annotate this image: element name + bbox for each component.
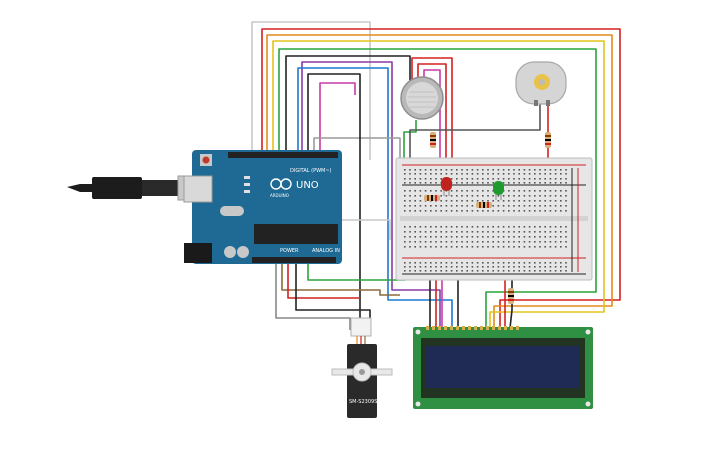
- wire-magenta: [319, 82, 356, 160]
- wire-blue: [297, 67, 453, 328]
- lcd-display: [413, 326, 593, 409]
- arduino-brand: ARDUINO: [270, 193, 289, 198]
- resistors: [424, 132, 551, 304]
- led-red: [441, 177, 452, 196]
- wire-orange-lcd: [266, 34, 613, 328]
- capacitor-1: [224, 246, 236, 258]
- analog-header-label: ANALOG IN: [312, 248, 340, 254]
- wire-black-servo: [307, 73, 361, 318]
- crystal: [220, 206, 244, 216]
- wire-red-bottom: [287, 262, 360, 299]
- wire-grey-bottom: [275, 262, 351, 330]
- servo-model-label: SM-S2309S: [349, 399, 377, 405]
- wire-green-lcd: [278, 48, 597, 328]
- resistor-gas: [430, 132, 436, 148]
- resistor-led-green: [476, 202, 492, 208]
- digital-header-label: DIGITAL (PWM~): [290, 168, 332, 174]
- wire-green-bottom: [307, 262, 405, 281]
- wire-black-gas: [285, 55, 411, 160]
- power-analog-header: [252, 257, 336, 263]
- power-jack: [184, 243, 212, 263]
- gas-sensor: [400, 76, 444, 120]
- power-header-label: POWER: [280, 248, 299, 254]
- servo-motor: SM-S2309S: [331, 317, 393, 418]
- breadboard: [395, 157, 593, 281]
- arduino-logo: [270, 178, 292, 190]
- resistor-motor: [545, 132, 551, 148]
- wire-lcd-black-3: [509, 272, 513, 329]
- wire-motor-black: [409, 104, 541, 168]
- lcd-screen: [426, 346, 580, 388]
- breadboard-holes: [404, 169, 567, 272]
- servo-connector: [350, 317, 372, 337]
- wire-yellow-lcd: [272, 40, 605, 328]
- wire-grey-mid: [313, 137, 401, 160]
- digital-header: [228, 152, 338, 158]
- arduino-uno-board: UNO ARDUINO DIGITAL (PWM~) POWER ANALOG …: [183, 150, 342, 264]
- wire-grey-right: [338, 219, 391, 240]
- wire-red-lcd: [261, 28, 621, 328]
- arduino-model: UNO: [296, 180, 319, 191]
- resistor-led-red: [424, 195, 440, 201]
- lcd-pin-header: [426, 326, 519, 330]
- wire-grey-top: [251, 21, 371, 160]
- wire-brown-bottom: [281, 262, 400, 296]
- dc-motor: [515, 61, 567, 106]
- capacitor-2: [237, 246, 249, 258]
- wire-purple: [301, 61, 441, 328]
- atmega-chip: [254, 224, 338, 244]
- wire-black-bottom2: [295, 262, 371, 318]
- resistor-lcd: [508, 288, 514, 304]
- led-green: [493, 181, 504, 200]
